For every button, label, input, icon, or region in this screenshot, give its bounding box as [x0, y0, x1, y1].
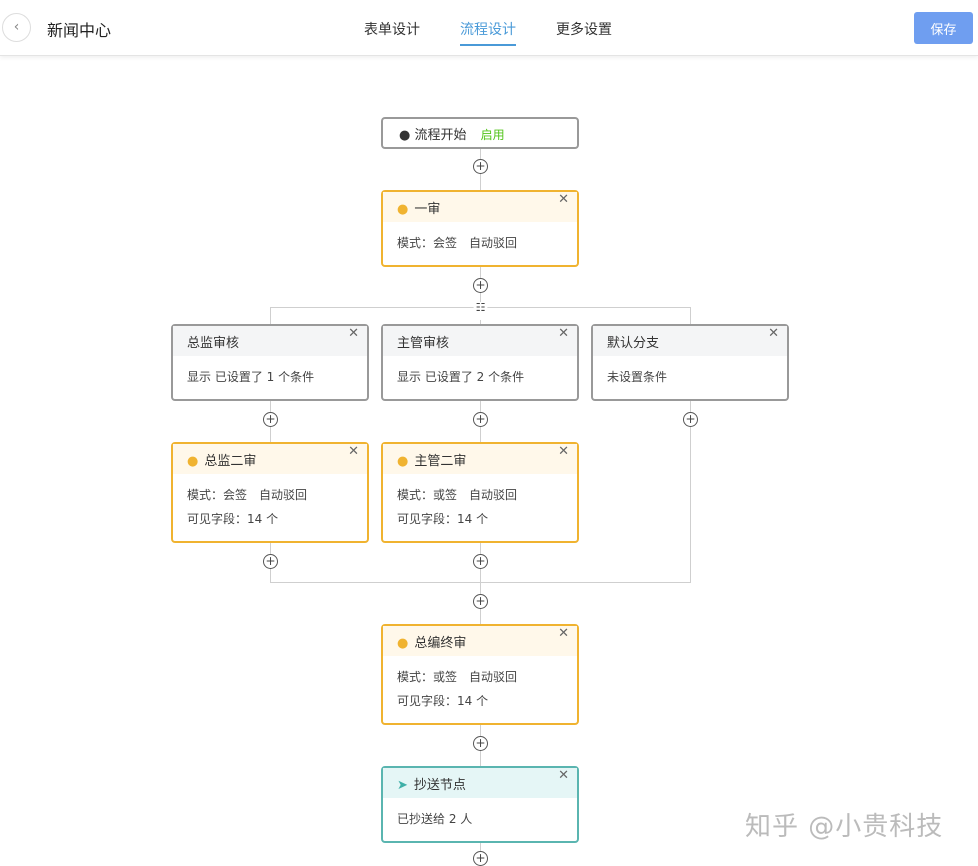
approver-icon: ●: [397, 202, 409, 217]
approver-node[interactable]: ● 主管二审 ✕ 模式：或签 自动驳回可见字段：14 个: [381, 442, 579, 543]
add-node-button[interactable]: +: [473, 594, 488, 609]
condition-node[interactable]: 总监审核 ✕ 显示 已设置了 1 个条件: [171, 324, 369, 401]
node-title: 一审: [414, 202, 441, 217]
condition-node[interactable]: 主管审核 ✕ 显示 已设置了 2 个条件: [381, 324, 579, 401]
condition-node[interactable]: 默认分支 ✕ 未设置条件: [591, 324, 789, 401]
start-node[interactable]: ● 流程开始 启用: [381, 117, 579, 149]
tab-form-design[interactable]: 表单设计: [364, 22, 420, 38]
header: ‹ 新闻中心 表单设计 流程设计 更多设置 保存: [0, 0, 978, 56]
add-branch-icon[interactable]: ☷: [473, 302, 488, 320]
close-icon[interactable]: ✕: [558, 768, 569, 783]
user-icon: ●: [399, 128, 411, 143]
close-icon[interactable]: ✕: [768, 326, 779, 341]
send-icon: ➤: [397, 778, 408, 793]
status-badge: 启用: [480, 128, 505, 142]
add-node-button[interactable]: +: [263, 554, 278, 569]
node-mode: 模式：或签 自动驳回: [397, 488, 518, 502]
back-button[interactable]: ‹: [2, 13, 31, 42]
add-node-button[interactable]: +: [263, 412, 278, 427]
connector: [690, 400, 691, 582]
close-icon[interactable]: ✕: [558, 192, 569, 207]
node-mode: 模式：会签 自动驳回: [187, 488, 308, 502]
node-title: 抄送节点: [413, 778, 466, 793]
approver-icon: ●: [397, 636, 409, 651]
page-title: 新闻中心: [47, 21, 112, 40]
node-title: 总监二审: [204, 454, 257, 469]
cc-node[interactable]: ➤ 抄送节点 ✕ 已抄送给 2 人: [381, 766, 579, 843]
tab-flow-design[interactable]: 流程设计: [460, 19, 516, 46]
node-title: 默认分支: [607, 336, 660, 351]
node-title: 总监审核: [187, 336, 240, 351]
chevron-left-icon: ‹: [13, 19, 20, 35]
connector: [480, 266, 481, 324]
add-node-button[interactable]: +: [473, 736, 488, 751]
save-button[interactable]: 保存: [914, 12, 973, 44]
node-mode: 模式：或签 自动驳回: [397, 670, 518, 684]
node-fields: 可见字段：14 个: [397, 694, 489, 708]
add-node-button[interactable]: +: [473, 851, 488, 866]
close-icon[interactable]: ✕: [348, 444, 359, 459]
close-icon[interactable]: ✕: [348, 326, 359, 341]
close-icon[interactable]: ✕: [558, 326, 569, 341]
start-label: 流程开始: [414, 128, 467, 143]
approver-node-final[interactable]: ● 总编终审 ✕ 模式：或签 自动驳回可见字段：14 个: [381, 624, 579, 725]
approver-icon: ●: [397, 454, 409, 469]
node-fields: 可见字段：14 个: [187, 512, 279, 526]
add-node-button[interactable]: +: [473, 554, 488, 569]
add-node-button[interactable]: +: [473, 412, 488, 427]
connector: [480, 542, 481, 624]
node-title: 主管审核: [397, 336, 450, 351]
node-fields: 可见字段：14 个: [397, 512, 489, 526]
approver-icon: ●: [187, 454, 199, 469]
connector: [270, 307, 271, 324]
node-desc: 已抄送给 2 人: [397, 812, 473, 826]
add-node-button[interactable]: +: [473, 278, 488, 293]
node-title: 总编终审: [414, 636, 467, 651]
node-desc: 显示 已设置了 1 个条件: [187, 370, 315, 384]
add-node-button[interactable]: +: [683, 412, 698, 427]
node-desc: 显示 已设置了 2 个条件: [397, 370, 525, 384]
connector: [690, 307, 691, 324]
node-desc: 未设置条件: [607, 370, 668, 384]
close-icon[interactable]: ✕: [558, 444, 569, 459]
close-icon[interactable]: ✕: [558, 626, 569, 641]
watermark: 知乎 @小贵科技: [745, 812, 944, 842]
add-node-button[interactable]: +: [473, 159, 488, 174]
node-mode: 模式：会签 自动驳回: [397, 236, 518, 250]
merge-line: [270, 582, 691, 583]
approver-node-first[interactable]: ● 一审 ✕ 模式：会签 自动驳回: [381, 190, 579, 267]
approver-node[interactable]: ● 总监二审 ✕ 模式：会签 自动驳回可见字段：14 个: [171, 442, 369, 543]
tab-more-settings[interactable]: 更多设置: [556, 22, 612, 38]
node-title: 主管二审: [414, 454, 467, 469]
